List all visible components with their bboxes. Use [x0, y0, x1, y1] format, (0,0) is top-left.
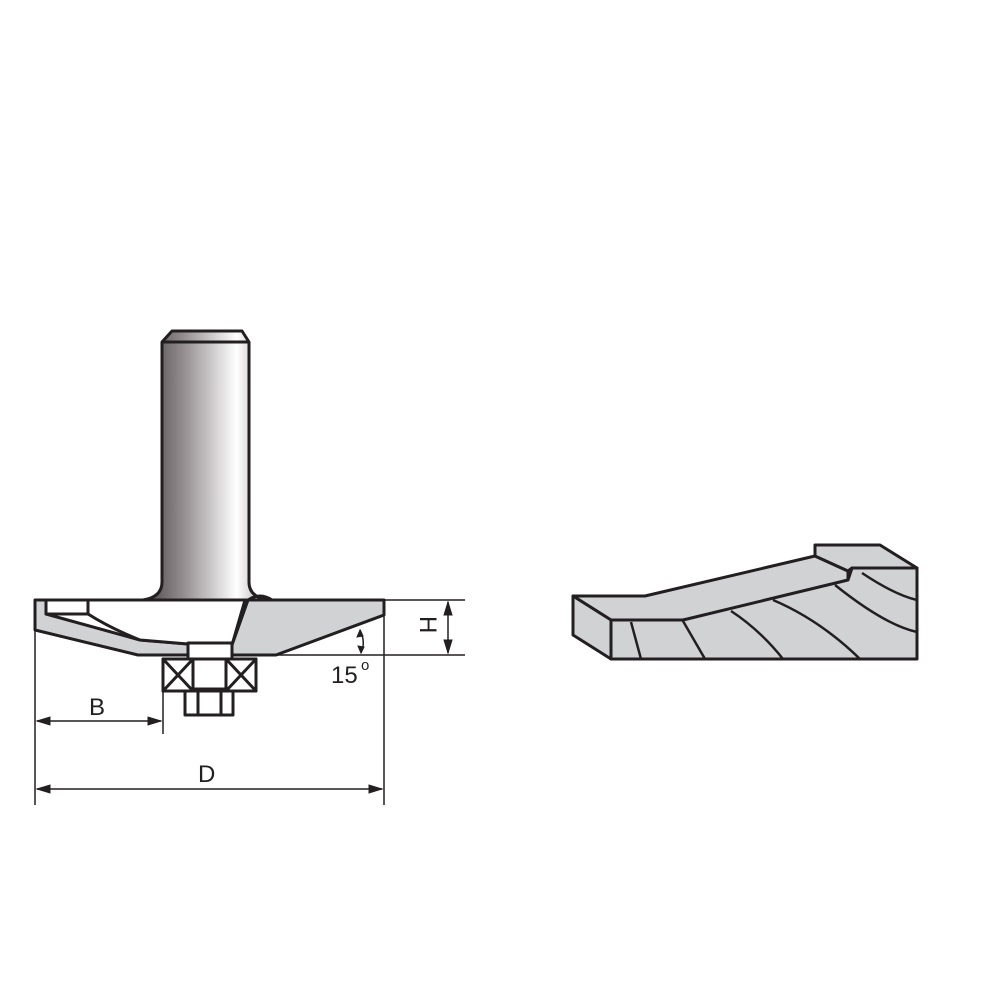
wood-profile: [571, 543, 919, 661]
label-h: H: [414, 616, 441, 633]
nut: [183, 689, 235, 717]
dimensions: [34, 599, 465, 805]
dimension-angle: [356, 628, 365, 655]
label-angle: 15: [331, 662, 358, 689]
cutter-body: [33, 598, 384, 657]
bearing: [161, 657, 258, 694]
dimension-d: [35, 784, 384, 794]
dimension-h: [443, 600, 453, 655]
label-d: D: [198, 761, 215, 788]
wood-grain: [629, 571, 918, 660]
label-angle-degree: o: [361, 657, 369, 674]
dimension-b: [35, 716, 163, 726]
router-bit: [33, 329, 386, 717]
bearing-spacer: [186, 641, 234, 661]
shank: [141, 329, 270, 602]
label-b: B: [89, 694, 105, 721]
